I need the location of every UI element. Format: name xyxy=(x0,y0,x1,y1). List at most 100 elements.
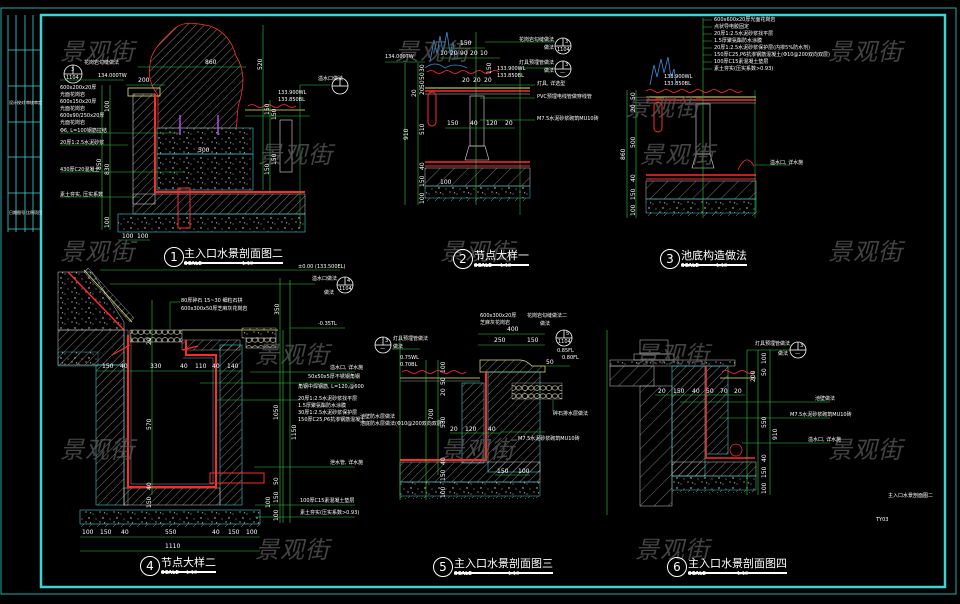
dimension: 120 xyxy=(486,120,498,127)
dimension: 350 xyxy=(274,303,281,315)
scale-label: SCALE xyxy=(681,263,699,269)
scale-value: 1:10 xyxy=(242,261,254,267)
dimension: 10 xyxy=(440,50,448,57)
dimension: 20 xyxy=(630,104,637,112)
gravel-grate xyxy=(129,329,183,343)
material-label: 溢水口, 详水施 xyxy=(770,160,804,166)
ref-label: 做法 xyxy=(324,290,335,296)
title-block-cell: 日期 xyxy=(9,210,17,215)
material-label: 80厚碎石 15~30 细粒石拼 xyxy=(181,298,243,304)
dimension: 40 xyxy=(146,482,153,490)
ref-bubble-top: 3 xyxy=(385,338,389,344)
dimension: 860 xyxy=(205,59,217,66)
dimension: 250 xyxy=(494,337,506,344)
sheet-code: TY03 xyxy=(876,517,889,523)
dimension: 150 xyxy=(419,175,426,187)
ref-label: 做法 xyxy=(544,45,555,51)
layer-label: 100厚C15素混凝土垫层 xyxy=(714,59,769,65)
dimension: 30 xyxy=(419,64,426,72)
dimension: 150 xyxy=(527,337,539,344)
dimension: 20 xyxy=(450,50,458,57)
scale-value: 1:10 xyxy=(737,571,749,577)
dimension: 90 xyxy=(460,50,468,57)
dimension: 20 xyxy=(734,388,742,395)
light-fixture xyxy=(279,119,293,173)
detail-title: 节点大样二 xyxy=(161,554,216,573)
dimension: 40 xyxy=(488,426,496,433)
dimension: 100 xyxy=(440,486,447,498)
material-label: 角钢中焊钢筋, L=120,@600 xyxy=(298,384,364,390)
dimension: 20 xyxy=(450,426,458,433)
dimension: 40 xyxy=(120,363,128,370)
title-block-cell: 项目 xyxy=(34,210,42,215)
title-block-cell: 比例 xyxy=(26,210,34,215)
outer-border xyxy=(0,7,957,595)
material-label: 30厚1:2.5水泥砂浆保护层 xyxy=(298,410,358,416)
material-label: 600x90/250x20厚 xyxy=(60,113,105,119)
scale-value: 1:10 xyxy=(716,263,728,269)
scale-value: 1:10 xyxy=(500,263,512,269)
title-block-cell: 审定 xyxy=(34,100,42,105)
coping-stone xyxy=(127,87,161,97)
ref-bubble-top: 3 xyxy=(71,67,75,73)
dimension: 40 xyxy=(440,457,447,465)
detail-5-section xyxy=(392,333,570,500)
dimension: 100 xyxy=(104,100,111,112)
retaining-wall xyxy=(132,93,156,205)
material-label: 碎石排水层做法 xyxy=(553,411,589,417)
planter-fill xyxy=(156,127,254,155)
dimension: 100 xyxy=(82,529,94,536)
material-label: 100厚C15素混凝土垫层 xyxy=(300,498,355,504)
dimension: 100 xyxy=(761,352,768,364)
drain-pipe xyxy=(177,187,191,229)
detail-title: 主入口水景剖面图三 xyxy=(454,555,553,574)
dimension: 20 xyxy=(146,337,153,345)
dimension: 40 xyxy=(470,120,478,127)
layer-label: 600x600x20厚光面花岗岩 xyxy=(714,17,776,23)
plant xyxy=(649,56,677,86)
material-label: 池壁防水层做法 xyxy=(360,414,396,420)
coping-stone xyxy=(479,359,546,373)
dimension: 50 xyxy=(440,377,447,385)
dimension: 100 xyxy=(246,529,258,536)
elevation-mark: 133.850BL xyxy=(497,73,524,79)
material-label: 溢水口, 详水施 xyxy=(808,437,842,443)
dimension: 150 xyxy=(271,108,278,120)
elevation-mark: 0.75WL xyxy=(400,355,419,361)
dimension: 860 xyxy=(620,148,627,160)
material-label: 芝麻灰花岗岩 xyxy=(480,320,511,326)
dimension: 700 xyxy=(428,408,435,420)
dimension: 40 xyxy=(180,363,188,370)
layer-label: 20厚1:2.5水泥砂浆找平层 xyxy=(714,31,774,37)
dimension: 100 xyxy=(265,496,272,508)
detail-4-section xyxy=(57,267,355,552)
material-label: M7.5水泥砂浆砌筑MU10砖 xyxy=(537,116,599,122)
dimension: 20 xyxy=(484,77,492,84)
dimension: 510 xyxy=(419,123,426,135)
dimension: 40 xyxy=(630,174,637,182)
layer-leaders xyxy=(703,19,712,70)
drawing-frame xyxy=(39,13,947,589)
dimension: 150 xyxy=(460,40,472,47)
dimension: 40 xyxy=(212,363,220,370)
dimension: 100 xyxy=(122,233,134,240)
dimension: 830 xyxy=(104,163,111,175)
conduit-pipe xyxy=(427,91,437,127)
ref-bubble-bottom: 1104 xyxy=(339,286,352,292)
detail-number: 4 xyxy=(140,556,160,576)
ref-bubble-bottom: 1104 xyxy=(66,75,79,81)
base-cushion xyxy=(79,509,261,525)
detail-title: 主入口水景剖面图二 xyxy=(184,245,283,264)
ref-bubble-top: 3 xyxy=(565,39,569,45)
dimension: 100 xyxy=(630,204,637,216)
dimension: 550 xyxy=(165,529,177,536)
material-label: 50x50x5厚不锈钢角钢 xyxy=(308,374,360,380)
material-label: 池底防水层做法(Φ10@200双向双层) xyxy=(360,421,444,427)
scale-label: SCALE xyxy=(474,263,492,269)
dimension: 110 xyxy=(195,363,207,370)
waterproof-layer xyxy=(127,335,217,488)
dimension: 150 xyxy=(761,466,768,478)
dimension: 100 xyxy=(273,509,280,521)
dimension: 1050 xyxy=(273,404,280,420)
